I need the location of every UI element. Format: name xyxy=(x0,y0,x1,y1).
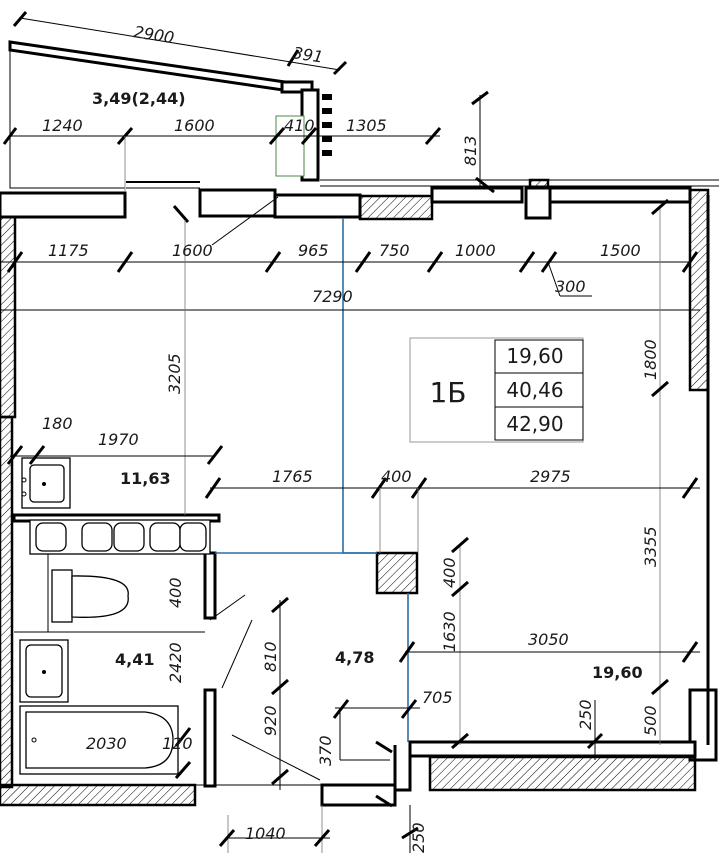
zone-lines xyxy=(215,218,409,742)
bathroom-fixtures xyxy=(19,569,179,775)
dim-2420: 2420 xyxy=(166,642,185,683)
dim-400-v2: 400 xyxy=(440,557,459,588)
dim-813: 813 xyxy=(461,135,480,166)
dim-810: 810 xyxy=(261,641,280,672)
dim-1000: 1000 xyxy=(455,241,496,260)
dim-7290: 7290 xyxy=(312,287,353,306)
dim-1765: 1765 xyxy=(272,467,313,486)
dim-410: 410 xyxy=(284,116,315,135)
area-with-balcony: 42,90 xyxy=(506,412,563,436)
balcony-area: 3,49(2,44) xyxy=(92,89,186,108)
stove xyxy=(29,519,211,555)
dim-400-h: 400 xyxy=(381,467,412,486)
dim-3050: 3050 xyxy=(528,630,569,649)
area-living: 19,60 xyxy=(506,344,563,368)
dim-3205: 3205 xyxy=(165,353,184,394)
dim-250-a: 250 xyxy=(576,699,595,730)
dim-300: 300 xyxy=(555,277,586,296)
dim-1800: 1800 xyxy=(641,339,660,380)
dim-965: 965 xyxy=(298,241,329,260)
bathroom-area: 4,41 xyxy=(115,650,154,669)
inner-walls xyxy=(0,415,321,789)
dim-2030: 2030 xyxy=(86,734,127,753)
dim-250-b: 250 xyxy=(409,822,428,853)
dim-370: 370 xyxy=(316,735,335,766)
dim-2900: 2900 xyxy=(132,22,175,47)
dim-1040: 1040 xyxy=(245,824,286,843)
dim-1970: 1970 xyxy=(98,430,139,449)
dim-920: 920 xyxy=(261,705,280,736)
living-area: 19,60 xyxy=(592,663,643,682)
dim-500: 500 xyxy=(641,705,660,736)
balcony xyxy=(8,40,332,189)
dim-1600-mid: 1600 xyxy=(172,241,213,260)
kitchen-fixtures xyxy=(21,457,211,555)
dim-3355: 3355 xyxy=(641,526,660,567)
outer-walls xyxy=(0,178,719,807)
dim-391: 391 xyxy=(291,43,324,67)
radiator xyxy=(322,94,332,156)
column xyxy=(375,551,419,595)
washbasin xyxy=(19,639,69,703)
dimension-labels: 2900 391 1240 1600 410 1305 813 1175 160… xyxy=(42,22,660,853)
bathtub xyxy=(19,705,179,775)
dim-1630: 1630 xyxy=(440,611,459,652)
dim-180: 180 xyxy=(42,414,73,433)
area-table: 1Б 19,60 40,46 42,90 xyxy=(409,337,584,443)
dim-1240: 1240 xyxy=(42,116,83,135)
hall-area: 4,78 xyxy=(335,648,374,667)
dim-400-v1: 400 xyxy=(166,577,185,608)
kitchen-area: 11,63 xyxy=(120,469,171,488)
toilet xyxy=(51,569,129,623)
dim-1500: 1500 xyxy=(600,241,641,260)
room-labels: 3,49(2,44) 11,63 4,41 4,78 19,60 xyxy=(92,89,643,682)
dim-1600-top: 1600 xyxy=(174,116,215,135)
dim-1175: 1175 xyxy=(48,241,89,260)
dim-1305: 1305 xyxy=(346,116,387,135)
area-total: 40,46 xyxy=(506,378,563,402)
dimension-lines xyxy=(0,11,700,853)
dim-2975: 2975 xyxy=(530,467,571,486)
dim-705: 705 xyxy=(422,688,453,707)
dim-750: 750 xyxy=(379,241,410,260)
dim-120: 120 xyxy=(162,734,193,753)
apartment-label: 1Б xyxy=(429,376,466,409)
